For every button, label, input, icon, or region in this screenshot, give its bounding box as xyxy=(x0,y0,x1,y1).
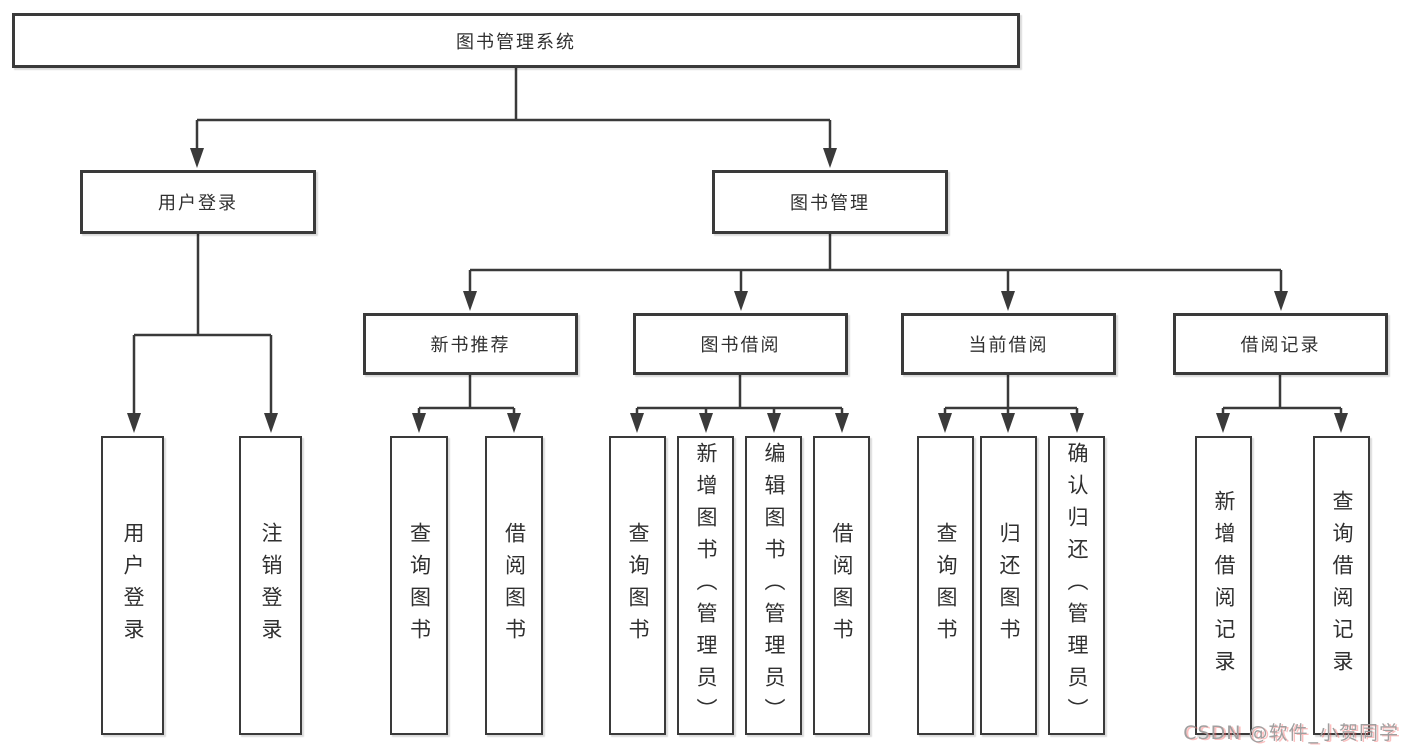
csdn-watermark: CSDN @软件_小贺同学 xyxy=(1183,722,1399,744)
node-new-book-recommend: 新书推荐 xyxy=(363,313,578,375)
node-book-borrow: 图书借阅 xyxy=(633,313,848,375)
node-user-login: 用户登录 xyxy=(80,170,316,234)
leaf-label: 归还图书 xyxy=(997,521,1021,650)
leaf-query-borrow-record: 查询借阅记录 xyxy=(1313,436,1370,735)
leaf-borrow-books: 借阅图书 xyxy=(813,436,870,735)
leaf-confirm-return-admin: 确认归还（管理员） xyxy=(1048,436,1105,735)
leaf-query-books-current: 查询图书 xyxy=(917,436,974,735)
leaf-logout: 注销登录 xyxy=(239,436,302,735)
leaf-query-books-recommend: 查询图书 xyxy=(390,436,448,735)
leaf-label: 查询图书 xyxy=(626,521,650,650)
leaf-label: 查询借阅记录 xyxy=(1330,489,1354,682)
leaf-label: 借阅图书 xyxy=(502,521,527,650)
leaf-add-books-admin: 新增图书（管理员） xyxy=(677,436,734,735)
leaf-label: 借阅图书 xyxy=(830,521,854,650)
node-library-system: 图书管理系统 xyxy=(12,13,1020,68)
leaf-label: 确认归还（管理员） xyxy=(1065,441,1089,730)
node-book-management: 图书管理 xyxy=(712,170,948,234)
leaf-edit-books-admin: 编辑图书（管理员） xyxy=(745,436,802,735)
leaf-borrow-books-recommend: 借阅图书 xyxy=(485,436,543,735)
leaf-label: 查询图书 xyxy=(407,521,432,650)
node-borrow-records: 借阅记录 xyxy=(1173,313,1388,375)
leaf-return-books: 归还图书 xyxy=(980,436,1037,735)
node-current-borrow: 当前借阅 xyxy=(901,313,1116,375)
leaf-label: 注销登录 xyxy=(259,521,283,650)
leaf-label: 查询图书 xyxy=(934,521,958,650)
leaf-label: 新增图书（管理员） xyxy=(694,441,718,730)
leaf-label: 编辑图书（管理员） xyxy=(762,441,786,730)
leaf-add-borrow-record: 新增借阅记录 xyxy=(1195,436,1252,735)
leaf-label: 用户登录 xyxy=(121,521,145,650)
leaf-user-login: 用户登录 xyxy=(101,436,164,735)
leaf-query-books-borrow: 查询图书 xyxy=(609,436,666,735)
leaf-label: 新增借阅记录 xyxy=(1212,489,1236,682)
arrowheads xyxy=(127,148,1348,433)
